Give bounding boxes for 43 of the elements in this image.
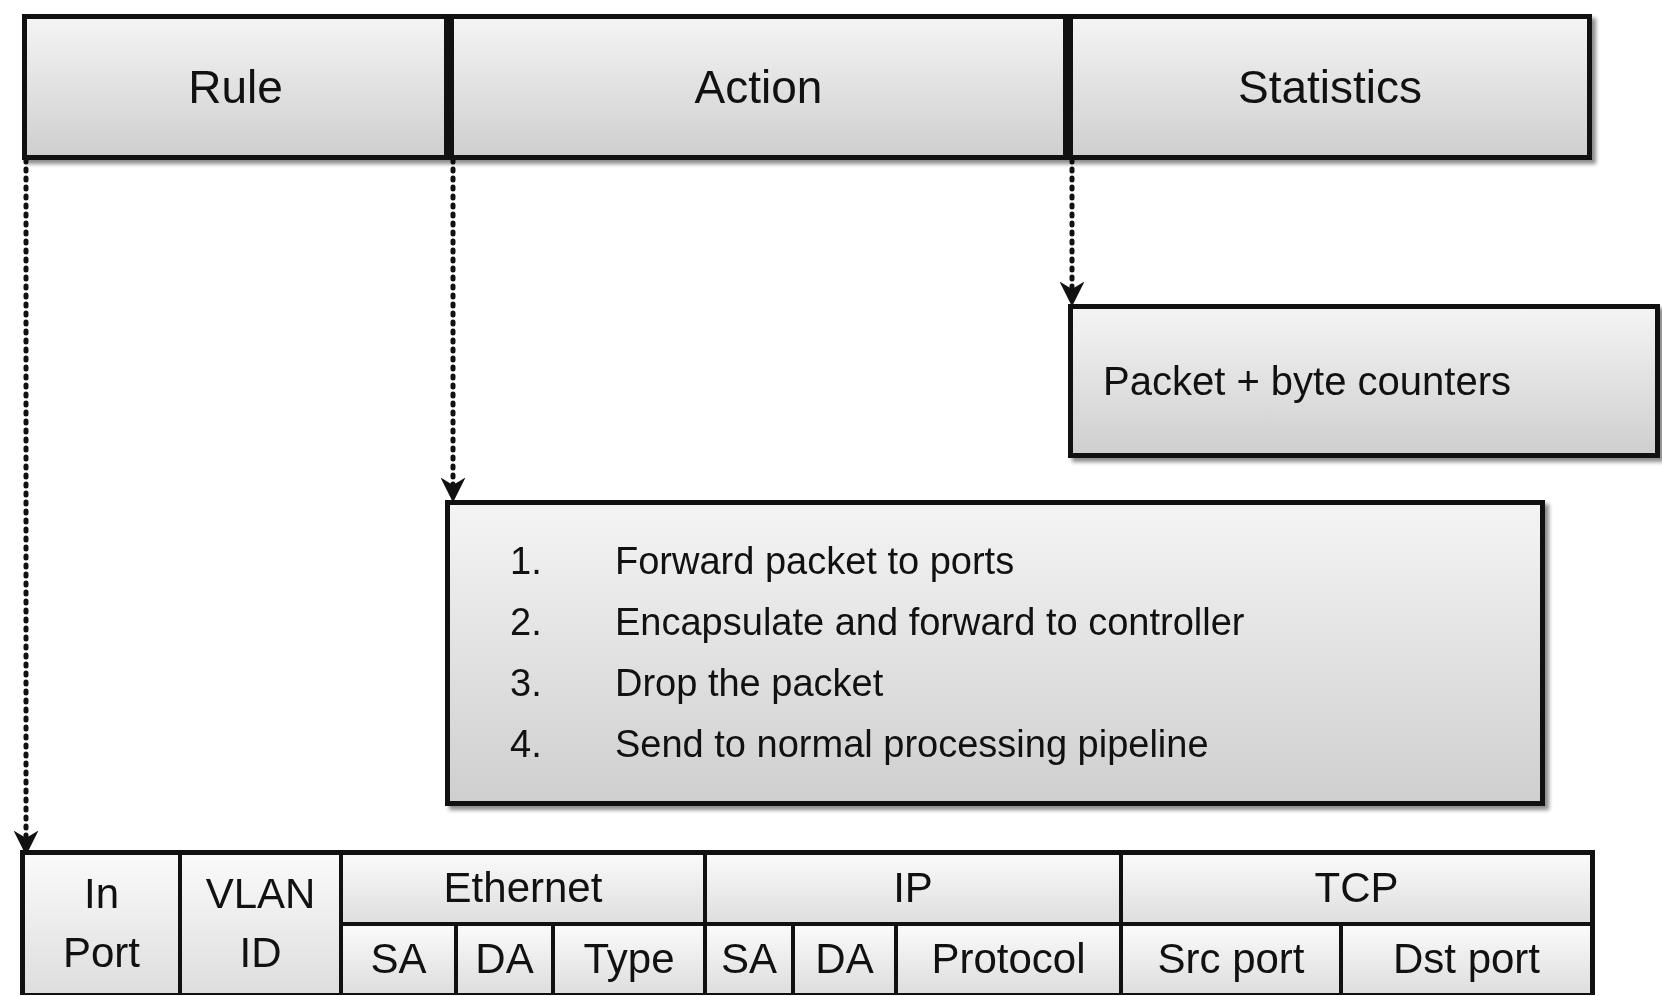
- field-label: Src port: [1157, 934, 1305, 985]
- field-label: DA: [815, 934, 874, 985]
- box-label: Action: [694, 59, 823, 115]
- list-item-text: Forward packet to ports: [615, 540, 1016, 583]
- header-field-cell: [705, 924, 793, 995]
- header-field-cell: [341, 924, 456, 995]
- list-number: 4.: [510, 723, 543, 766]
- counter-box: [1068, 304, 1660, 458]
- field-label: In Port: [63, 869, 140, 978]
- header-field-cell: [341, 853, 705, 924]
- header-field-cell: [705, 853, 1121, 924]
- rule-header: [22, 14, 449, 160]
- field-label: DA: [475, 934, 534, 985]
- header-field-cell: [456, 924, 553, 995]
- list-item-text: Drop the packet: [615, 662, 885, 705]
- box-label: Packet + byte counters: [1103, 358, 1511, 405]
- action-list-box: [445, 500, 1545, 806]
- list-number: 1.: [510, 540, 543, 583]
- list-item-text: Encapsulate and forward to controller: [615, 601, 1245, 644]
- field-label: Type: [583, 934, 675, 985]
- header-field-cell: [793, 924, 896, 995]
- header-field-cell: [23, 853, 180, 995]
- field-label: IP: [893, 863, 933, 914]
- box-label: Statistics: [1237, 59, 1422, 115]
- field-label: Dst port: [1392, 934, 1540, 985]
- field-label: SA: [721, 934, 777, 985]
- field-label: VLAN ID: [205, 869, 316, 978]
- header-field-cell: [180, 853, 341, 995]
- statistics-header: [1068, 14, 1592, 160]
- list-number: 3.: [510, 662, 543, 705]
- header-field-cell: [1341, 924, 1592, 995]
- header-field-cell: [896, 924, 1121, 995]
- header-field-cell: [1121, 853, 1592, 924]
- header-field-cell: [1121, 924, 1341, 995]
- field-label: TCP: [1314, 863, 1399, 914]
- header-field-cell: [553, 924, 705, 995]
- field-label: Ethernet: [443, 863, 603, 914]
- header-fields-table: [20, 850, 1595, 995]
- field-label: SA: [370, 934, 427, 985]
- field-label: Protocol: [931, 934, 1086, 985]
- list-item-text: Send to normal processing pipeline: [615, 723, 1210, 766]
- list-number: 2.: [510, 601, 543, 644]
- box-label: Rule: [188, 59, 283, 115]
